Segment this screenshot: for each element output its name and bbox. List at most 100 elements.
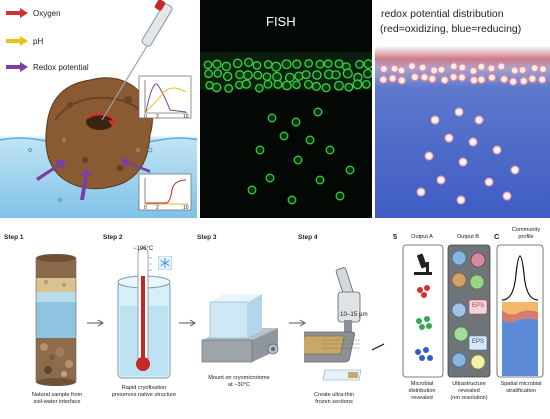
redox-cell xyxy=(390,64,399,73)
output-b-caption-line3: (nm resolution) xyxy=(450,395,488,401)
redox-title-line2: (red=oxidizing, blue=reducing) xyxy=(380,23,522,35)
redox-cell xyxy=(484,177,494,187)
step3-caption-line1: Mount on cryomicrotome xyxy=(208,375,270,381)
cryofixation-container xyxy=(117,247,171,379)
redox-cell xyxy=(510,66,519,75)
step4-title: Step 4 xyxy=(298,234,318,241)
step3-title: Step 3 xyxy=(197,234,217,241)
redox-cell xyxy=(456,195,466,205)
fish-cell xyxy=(267,113,277,123)
output-c-letter: C xyxy=(494,232,500,241)
output-c-title-line2: profile xyxy=(518,234,534,240)
eps-label-2: EPS xyxy=(472,339,485,345)
fish-cell xyxy=(262,72,272,82)
soil-aggregate-panel: Oxygen pH Redox potential 0 2 10 0 2 10 xyxy=(0,0,197,218)
snowflake-icon xyxy=(158,256,172,270)
fish-cell xyxy=(291,117,301,127)
fish-cell xyxy=(224,83,234,93)
fish-cell xyxy=(323,59,333,69)
redox-cell xyxy=(458,63,467,72)
fish-cell xyxy=(263,79,273,89)
step1-title: Step 1 xyxy=(4,234,24,241)
redox-cell xyxy=(437,65,446,74)
legend-oxygen-label: Oxygen xyxy=(33,9,61,18)
fish-cell xyxy=(293,155,303,165)
fish-cell xyxy=(342,68,353,79)
redox-cell xyxy=(518,65,527,75)
redox-cell xyxy=(440,75,449,85)
soil-core-cylinder xyxy=(35,254,77,386)
arrow-step2-step3-icon xyxy=(179,319,196,327)
output-b-caption-line2: revealed xyxy=(458,388,480,394)
step3-caption-line2: at −30°C xyxy=(228,382,250,388)
redox-cell xyxy=(428,74,437,84)
redox-cell xyxy=(487,73,497,82)
redox-cell xyxy=(420,72,429,82)
step2-caption-line2: preserves native structure xyxy=(111,392,177,398)
output-a-caption-line2: distribution xyxy=(408,388,436,394)
fish-cell xyxy=(204,69,214,79)
output-a-title: Output A xyxy=(411,234,433,240)
arrow-step1-step2-icon xyxy=(87,319,104,327)
fish-cell xyxy=(271,61,282,72)
redox-cell xyxy=(418,63,427,72)
fish-cell xyxy=(272,71,283,82)
fish-cell xyxy=(241,79,252,89)
fish-cell xyxy=(362,68,372,79)
fish-cell xyxy=(211,82,222,93)
redox-cell xyxy=(508,77,518,86)
redox-cell xyxy=(499,74,509,84)
redox-cell xyxy=(477,62,486,71)
mini-chart-bottom-tick-1: 2 xyxy=(156,205,159,211)
step5-number: 5 xyxy=(393,232,398,241)
fish-cell xyxy=(282,80,292,91)
redox-cell xyxy=(528,74,537,83)
fish-cell xyxy=(221,61,232,72)
redox-cell xyxy=(492,145,502,155)
redox-cell xyxy=(424,151,434,161)
fish-cell xyxy=(287,195,297,205)
fish-cell xyxy=(344,82,354,92)
step1-caption-line1: Natural sample from xyxy=(31,392,83,398)
fish-panel: FISH xyxy=(200,0,372,218)
fish-cell xyxy=(301,70,311,80)
soil-aggregate-illustration xyxy=(0,0,197,211)
fish-cell xyxy=(213,69,223,78)
mini-chart-bottom-tick-0: 0 xyxy=(144,205,147,211)
fish-cell xyxy=(243,70,253,81)
output-c-title-line1: Community xyxy=(511,227,541,233)
redox-cell xyxy=(454,107,464,117)
fish-cell xyxy=(325,145,335,155)
redox-cell xyxy=(429,66,439,75)
fish-cell xyxy=(312,70,322,80)
redox-cell xyxy=(379,75,388,84)
redox-cell xyxy=(410,72,420,82)
redox-cell xyxy=(537,75,547,84)
fish-cell xyxy=(292,80,301,90)
redox-cell xyxy=(379,64,389,74)
fish-cell xyxy=(243,57,254,68)
redox-cell xyxy=(388,74,397,83)
redox-cell xyxy=(458,157,468,167)
purple-arrow-icon xyxy=(6,62,28,72)
legend-redox-label: Redox potential xyxy=(33,63,89,72)
fish-cell xyxy=(203,60,213,70)
redox-cell xyxy=(538,64,548,74)
redox-cell xyxy=(444,133,454,143)
fish-cell xyxy=(281,59,292,70)
output-b-card xyxy=(447,244,491,378)
yellow-arrow-icon xyxy=(6,36,28,46)
fish-cell xyxy=(363,59,372,69)
fish-cell xyxy=(273,79,283,89)
fish-cell xyxy=(303,79,314,90)
fish-cell xyxy=(321,83,331,93)
red-arrow-icon xyxy=(6,8,28,18)
cryomicrotome xyxy=(201,294,279,363)
redox-cell xyxy=(430,115,440,125)
output-c-caption-line1: Spatial microbial xyxy=(500,381,542,387)
redox-cell xyxy=(510,165,520,175)
fish-cell xyxy=(361,79,371,89)
redox-cell xyxy=(519,76,528,86)
fish-cell xyxy=(335,191,345,201)
fish-cell xyxy=(254,83,264,93)
